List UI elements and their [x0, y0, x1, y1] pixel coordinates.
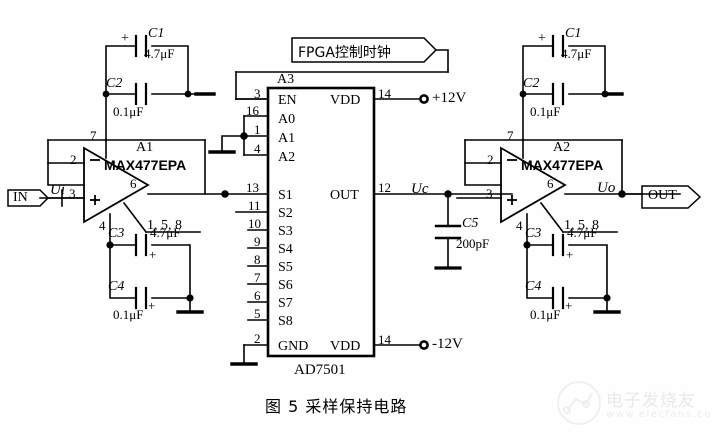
pin-3-left: 3 — [69, 186, 76, 201]
cap-polarity-c1-left: + — [121, 31, 129, 46]
pin-3-right: 3 — [486, 186, 493, 201]
mux-pin-out: OUT — [330, 188, 359, 203]
mux-pinnum-2: 2 — [254, 331, 261, 346]
mux-pinnum-1: 1 — [254, 122, 261, 137]
opamp-designator-a1: A1 — [136, 140, 154, 155]
input-signal-label: Ui — [50, 182, 65, 198]
pin-6-left: 6 — [130, 176, 137, 191]
cap-val-c3-left: 4.7μF — [150, 225, 181, 240]
mux-pin-s8: S8 — [278, 314, 293, 329]
cap-ref-c1-left: C1 — [148, 26, 165, 41]
pin-2-left: 2 — [70, 152, 77, 167]
pin-7-left: 7 — [90, 128, 97, 143]
cap-ref-c3-right: C3 — [525, 226, 542, 241]
supply-positive-label: +12V — [432, 90, 467, 106]
cap-polarity-c1-right: + — [538, 31, 546, 46]
cap-ref-c1-right: C1 — [565, 26, 582, 41]
mux-pin-vdd-bottom: VDD — [330, 339, 361, 354]
mux-pinnum-5: 5 — [254, 306, 261, 321]
cap-ref-c2-right: C2 — [523, 76, 540, 91]
mux-pinnum-9: 9 — [254, 234, 261, 249]
pin-7-right: 7 — [507, 128, 514, 143]
opamp-nc-pins-right: 1, 5, 8 — [564, 218, 599, 233]
mux-part-label: AD7501 — [294, 362, 346, 378]
mux-pin-gnd: GND — [278, 339, 309, 354]
signal-uc-label: Uc — [411, 181, 429, 197]
mux-pinnum-7: 7 — [254, 270, 261, 285]
cap-ref-c2-left: C2 — [106, 76, 123, 91]
mux-pinnum-10: 10 — [248, 216, 261, 231]
mux-pinnum-3: 3 — [254, 86, 261, 101]
mux-pin-s1: S1 — [278, 188, 293, 203]
mux-pin-a2: A2 — [278, 150, 296, 165]
pin-6-right: 6 — [547, 176, 554, 191]
supply-negative-label: -12V — [432, 336, 463, 352]
cap-ref-c4-right: C4 — [525, 279, 542, 294]
opamp-designator-a2: A2 — [553, 140, 571, 155]
output-signal-label: Uo — [597, 180, 616, 196]
mux-pin-s5: S5 — [278, 260, 293, 275]
cap-val-c5: 200pF — [456, 236, 490, 251]
mux-pinnum-12: 12 — [378, 180, 391, 195]
mux-pin-en: EN — [278, 93, 297, 108]
mux-pinnum-14-top: 14 — [378, 86, 391, 101]
output-connector-label[interactable]: OUT — [648, 188, 677, 203]
pin-4-right: 4 — [516, 218, 523, 233]
cap-val-c3-right: 4.7μF — [567, 225, 598, 240]
mux-pin-s2: S2 — [278, 206, 293, 221]
cap-polarity-c4-right: + — [565, 298, 573, 313]
mux-pinnum-13: 13 — [246, 180, 259, 195]
cap-val-c2-right: 0.1μF — [530, 104, 561, 119]
cap-val-c4-left: 0.1μF — [113, 307, 144, 322]
mux-pin-s6: S6 — [278, 278, 293, 293]
pin-2-right: 2 — [487, 152, 494, 167]
cap-polarity-c3-right: + — [566, 247, 574, 262]
junction-dots — [102, 90, 626, 302]
mux-pin-s4: S4 — [278, 242, 293, 257]
opamp-part-a2: MAX477EPA — [521, 157, 604, 173]
cap-val-c1-left: 4.7μF — [144, 46, 175, 61]
mux-pin-a0: A0 — [278, 112, 296, 127]
cap-ref-c5: C5 — [462, 216, 479, 231]
cap-polarity-c3-left: + — [149, 247, 157, 262]
mux-pinnum-11: 11 — [248, 198, 261, 213]
cap-ref-c3-left: C3 — [108, 226, 125, 241]
watermark: 电子发烧友 www.elecfans.com — [556, 378, 712, 430]
mux-pinnum-4: 4 — [254, 141, 261, 156]
pin-4-left: 4 — [99, 218, 106, 233]
watermark-url: www.elecfans.com — [606, 409, 712, 420]
watermark-brand: 电子发烧友 — [606, 391, 696, 411]
opamp-input-signs — [90, 159, 517, 205]
bus-label-a3: A3 — [277, 72, 295, 87]
mux-pinnum-6: 6 — [254, 288, 261, 303]
cap-val-c1-right: 4.7μF — [561, 46, 592, 61]
figure-caption: 图 5 采样保持电路 — [265, 397, 408, 416]
supply-terminals — [419, 94, 429, 350]
opamp-part-a1: MAX477EPA — [104, 157, 187, 173]
mux-pinnum-8: 8 — [254, 252, 261, 267]
watermark-logo-icon — [557, 381, 601, 425]
input-connector-label[interactable]: IN — [13, 190, 28, 205]
cap-polarity-c4-left: + — [148, 298, 156, 313]
mux-pin-vdd-top: VDD — [330, 93, 361, 108]
mux-pin-a1: A1 — [278, 131, 296, 146]
cap-ref-c4-left: C4 — [108, 279, 125, 294]
fpga-clock-label: FPGA控制时钟 — [298, 45, 391, 61]
cap-val-c4-right: 0.1μF — [530, 307, 561, 322]
mux-pinnum-14-bottom: 14 — [378, 332, 391, 347]
mux-pin-s7: S7 — [278, 296, 293, 311]
mux-pin-s3: S3 — [278, 224, 293, 239]
opamp-nc-pins-left: 1, 5, 8 — [147, 218, 182, 233]
cap-val-c2-left: 0.1μF — [113, 104, 144, 119]
mux-pinnum-16: 16 — [246, 103, 259, 118]
